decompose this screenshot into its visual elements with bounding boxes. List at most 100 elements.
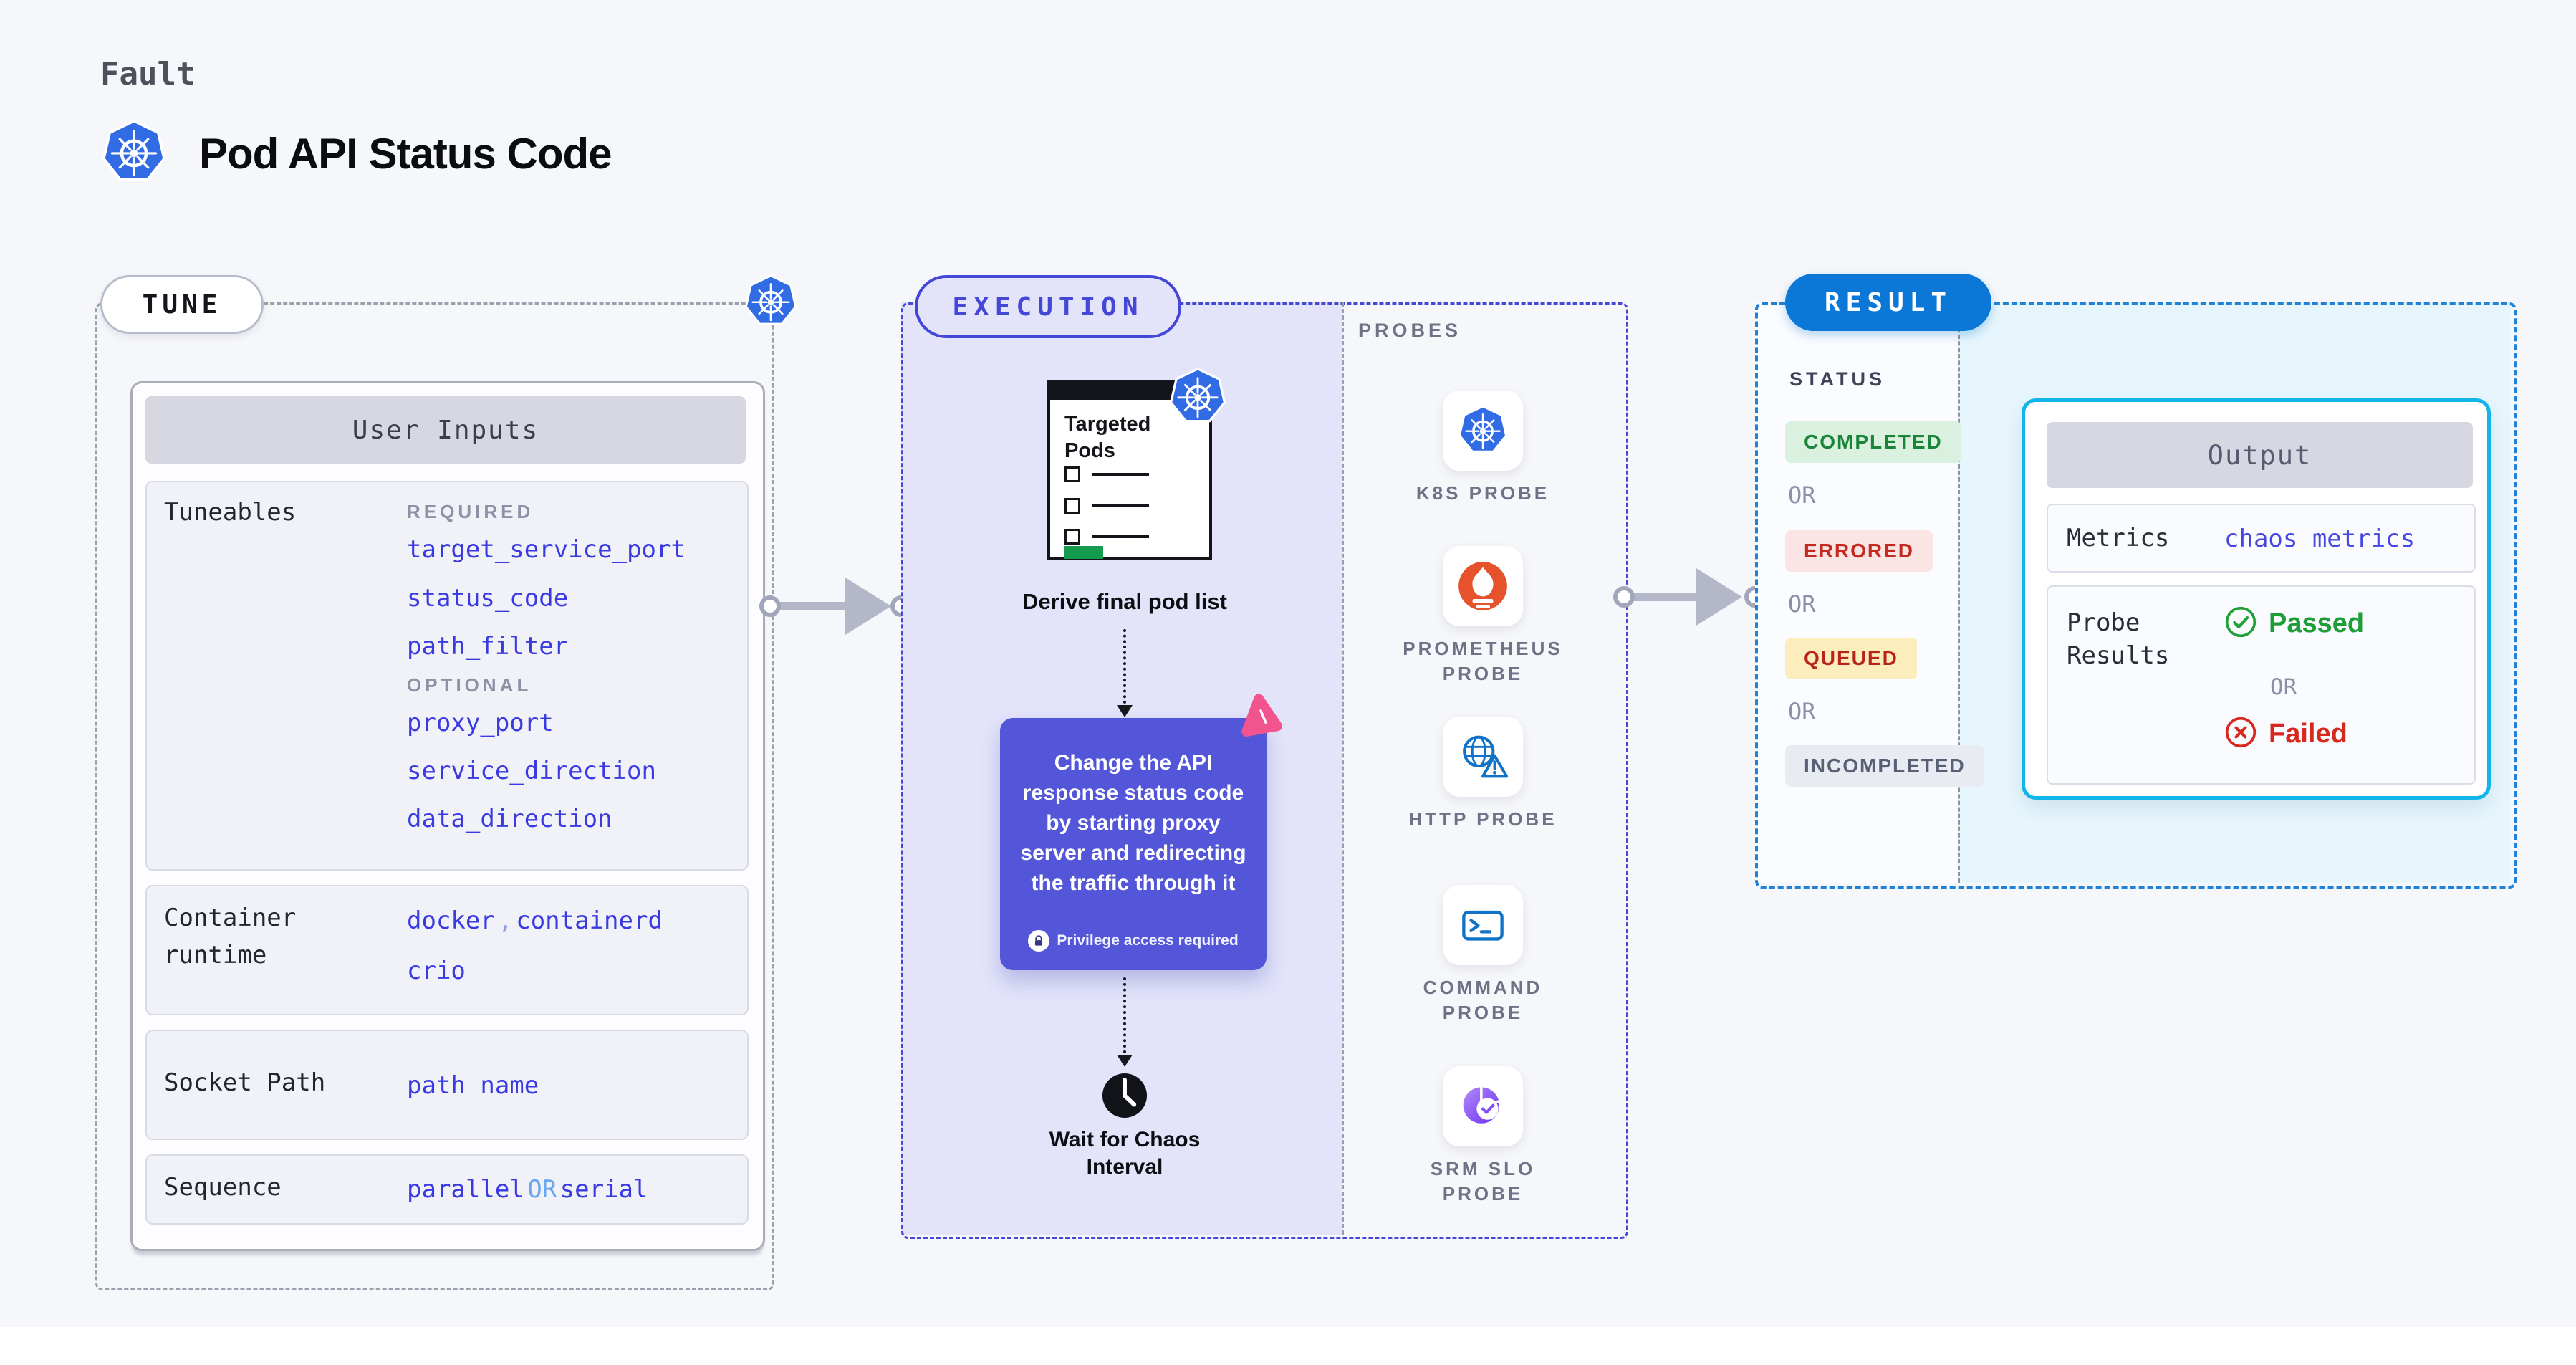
clock-icon (1101, 1072, 1148, 1119)
kubernetes-icon (102, 119, 166, 186)
privilege-row: Privilege access required (1000, 930, 1267, 952)
kubernetes-icon (744, 274, 797, 330)
command-probe-card (1443, 885, 1523, 965)
http-globe-warning-icon (1457, 731, 1509, 782)
flow-dotted-line (1123, 977, 1126, 1053)
tuneable-optional: proxy_port (407, 709, 554, 737)
tuneables-label: Tuneables (164, 498, 297, 527)
checkbox-icon (1064, 466, 1080, 482)
result-badge: RESULT (1785, 274, 1991, 331)
user-inputs-title: User Inputs (145, 396, 746, 464)
tuneable-optional: service_direction (407, 757, 656, 785)
lock-icon (1028, 930, 1050, 952)
metrics-value: chaos metrics (2224, 525, 2416, 553)
probe-results-row: Probe Results Passed OR Failed (2047, 585, 2476, 785)
tuneables-panel: Tuneables REQUIRED target_service_port s… (145, 481, 749, 871)
metrics-row: Metrics chaos metrics (2047, 504, 2476, 573)
probe-label: SRM SLO PROBE (1383, 1156, 1583, 1207)
targeted-pods-card: Targeted Pods (1047, 380, 1212, 560)
arrow-head-icon (1696, 568, 1742, 626)
output-card: Output Metrics chaos metrics Probe Resul… (2022, 398, 2491, 800)
privilege-note: Privilege access required (1057, 932, 1239, 949)
k8s-probe-card (1443, 391, 1523, 471)
user-inputs-card: User Inputs Tuneables REQUIRED target_se… (130, 381, 765, 1251)
derive-final-pod-list-label: Derive final pod list (1022, 589, 1227, 614)
progress-bar (1064, 546, 1103, 559)
execution-to-result-arrow (1632, 593, 1700, 601)
litmus-chaos-icon (1236, 692, 1285, 741)
or-separator: OR (2270, 674, 2297, 700)
probe-label: HTTP PROBE (1383, 807, 1583, 832)
tuneable-required: target_service_port (407, 535, 686, 564)
arrow-head-icon (845, 578, 891, 635)
output-title: Output (2047, 422, 2473, 488)
slo-pie-check-icon (1457, 1081, 1509, 1132)
runtime-value-crio: crio (407, 957, 466, 985)
prometheus-icon (1457, 560, 1509, 612)
terminal-icon (1457, 899, 1509, 951)
wait-for-chaos-interval-label: Wait for Chaos Interval (1049, 1128, 1201, 1179)
probe-label: PROMETHEUS PROBE (1383, 636, 1583, 686)
probe-label-line: PROBE (1442, 1002, 1524, 1023)
list-line (1092, 473, 1149, 476)
bottom-strip (0, 1327, 2576, 1365)
srm-slo-probe-card (1443, 1066, 1523, 1146)
flow-dotted-line (1123, 629, 1126, 704)
container-runtime-label: Container (164, 904, 297, 932)
connector-node (759, 595, 781, 617)
tune-section-box (95, 302, 774, 1290)
page-title: Pod API Status Code (199, 130, 612, 178)
probe-label-line: SRM SLO (1430, 1158, 1536, 1179)
tuneable-required: status_code (407, 584, 569, 613)
list-line (1092, 504, 1149, 507)
targeted-pods-title: Targeted Pods (1064, 413, 1151, 462)
status-badge-queued: QUEUED (1785, 638, 1917, 679)
checkbox-icon (1064, 498, 1080, 514)
checkbox-icon (1064, 529, 1080, 545)
check-circle-icon (2224, 605, 2257, 638)
chaos-action-card: Change the API response status code by s… (1000, 718, 1267, 970)
tune-to-execution-arrow (777, 602, 849, 610)
required-heading: REQUIRED (407, 501, 534, 522)
runtime-value-containerd: containerd (516, 906, 663, 935)
probe-label-line: PROBE (1442, 663, 1524, 684)
status-badge-errored: ERRORED (1785, 530, 1933, 572)
optional-heading: OPTIONAL (407, 674, 532, 696)
prometheus-probe-card (1443, 546, 1523, 626)
execution-section-box (901, 302, 1628, 1239)
or-separator: OR (1788, 698, 1816, 725)
tuneable-optional: data_direction (407, 805, 612, 833)
connector-node (1613, 586, 1635, 608)
socket-path-panel: Socket Path path name (145, 1030, 749, 1140)
probes-title: PROBES (1358, 320, 1462, 341)
container-runtime-panel: Container runtime docker , containerd cr… (145, 885, 749, 1015)
list-line (1092, 535, 1149, 538)
socket-path-value: path name (407, 1071, 539, 1100)
sequence-label: Sequence (164, 1173, 282, 1202)
failed-label: Failed (2269, 719, 2347, 749)
passed-label: Passed (2269, 608, 2365, 638)
chaos-action-text: Change the API response status code by s… (1020, 751, 1246, 895)
kubernetes-icon (1457, 405, 1509, 456)
socket-path-label: Socket Path (164, 1068, 326, 1097)
status-badge-incompleted: INCOMPLETED (1785, 745, 1984, 787)
probe-label-line: K8S PROBE (1416, 482, 1550, 504)
status-badge-completed: COMPLETED (1785, 421, 1961, 463)
result-divider (1958, 302, 1960, 883)
or-separator: OR (1788, 482, 1816, 509)
result-section-box (1755, 302, 2517, 889)
sequence-panel: Sequence parallel OR serial (145, 1154, 749, 1225)
probe-label: COMMAND PROBE (1383, 975, 1583, 1025)
arrow-head-icon (1117, 1055, 1133, 1067)
status-heading: STATUS (1789, 368, 1885, 390)
probe-label-line: COMMAND (1423, 977, 1543, 998)
sequence-value-parallel: parallel (407, 1175, 524, 1204)
tuneable-required: path_filter (407, 632, 569, 661)
runtime-value-docker: docker (407, 906, 495, 935)
sequence-value-serial: serial (559, 1175, 648, 1204)
probe-results-label: Probe (2067, 608, 2140, 637)
sequence-or: OR (527, 1175, 557, 1204)
arrow-head-icon (1117, 705, 1133, 717)
http-probe-card (1443, 717, 1523, 797)
container-runtime-label: runtime (164, 941, 267, 969)
